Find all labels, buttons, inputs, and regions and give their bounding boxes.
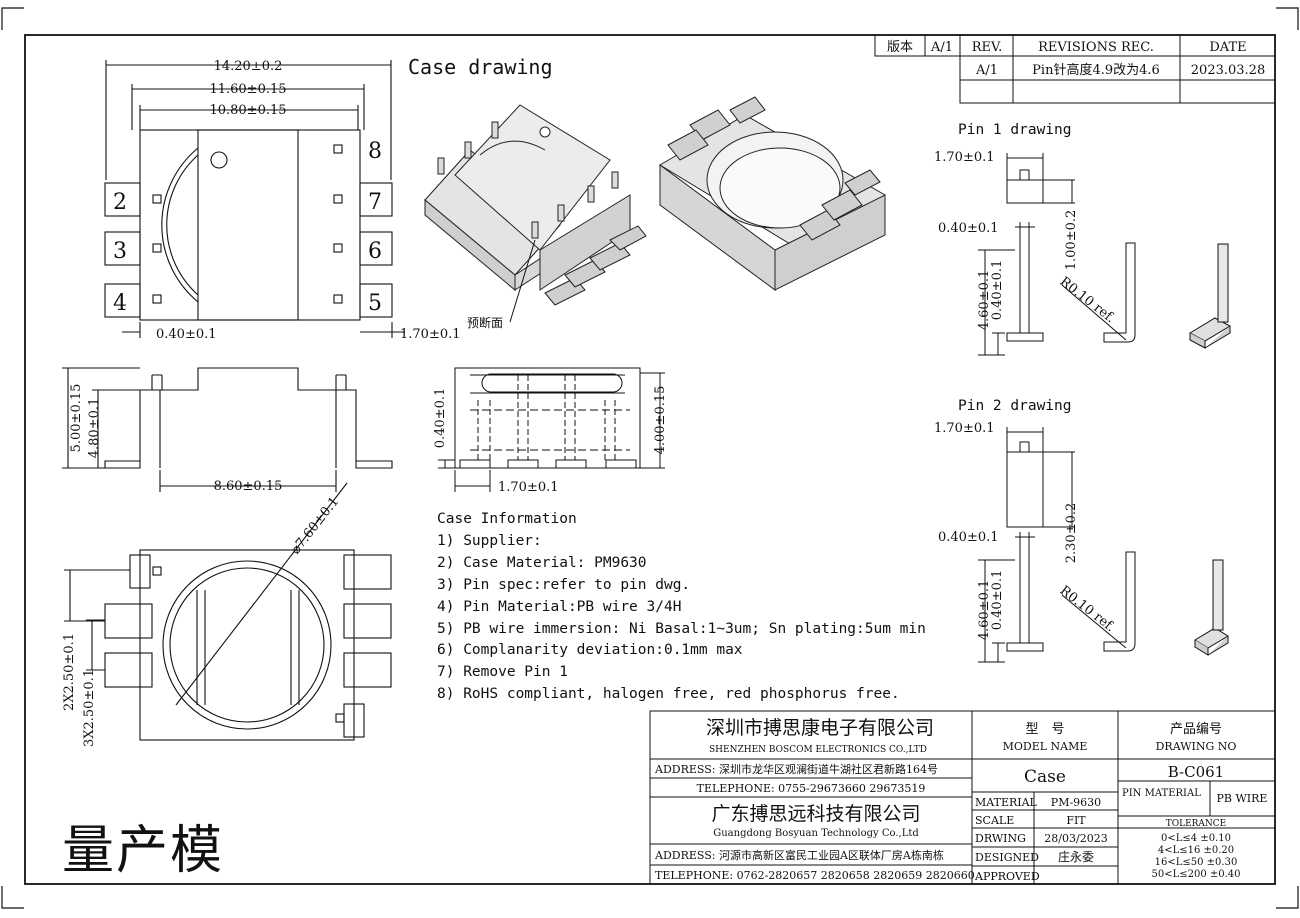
address1: ADDRESS: 深圳市龙华区观澜街道牛湖社区君新路164号 — [654, 762, 938, 776]
pin1-dim-t: 0.40±0.1 — [938, 221, 999, 236]
front-view — [438, 367, 665, 492]
side-dim-h1: 5.00±0.15 — [69, 384, 84, 453]
pin2-dim-w: 1.70±0.1 — [934, 421, 995, 436]
approved-label: APPROVED — [974, 870, 1040, 883]
pin2-dim-len: 4.60±0.1 — [977, 580, 992, 641]
tolerance-label: TOLERANCE — [1166, 819, 1227, 829]
pin2-title: Pin 2 drawing — [958, 398, 1072, 414]
drawing-no-label-en: DRAWING NO — [1156, 740, 1237, 753]
pin2-dim-t: 0.40±0.1 — [938, 530, 999, 545]
pin1-dim-r: R0.10 ref. — [1057, 274, 1118, 326]
tolerance-row-3: 16<L≤50 ±0.30 — [1155, 857, 1238, 868]
pin-label-3: 3 — [113, 239, 127, 264]
drwing-date: 28/03/2023 — [1044, 832, 1107, 845]
company1-cn: 深圳市搏思康电子有限公司 — [706, 717, 934, 739]
pin2-dim-t2: 0.40±0.1 — [990, 570, 1005, 631]
case-drawing-title: Case drawing — [408, 55, 553, 79]
case-info-item: 4) Pin Material:PB wire 3/4H — [437, 598, 682, 615]
revision-rec-header: REVISIONS REC. — [1038, 40, 1154, 55]
drwing-label: DRWING — [975, 832, 1026, 845]
case-info-header: Case Information — [437, 511, 577, 527]
mass-production-stamp: 量产模 — [62, 821, 225, 881]
title-block — [649, 710, 1276, 885]
iso-view-1 — [424, 104, 647, 306]
telephone2: TELEPHONE: 0762-2820657 2820658 2820659 … — [655, 869, 975, 882]
break-label: 预断面 — [467, 315, 503, 330]
pin1-dim-w: 1.70±0.1 — [934, 150, 995, 165]
top-view — [104, 60, 405, 338]
pin1-drawing — [978, 153, 1232, 356]
address2: ADDRESS: 河源市高新区富民工业园A区联体厂房A栋南栋 — [654, 848, 944, 862]
pin2-dim-r: R0.10 ref. — [1057, 583, 1118, 635]
pin-label-2: 2 — [113, 190, 127, 215]
company1-en: SHENZHEN BOSCOM ELECTRONICS CO.,LTD — [709, 745, 927, 755]
case-info-item: 1) Supplier: — [437, 532, 542, 549]
designed-value: 庄永委 — [1058, 849, 1094, 864]
top-dim-left: 0.40±0.1 — [156, 327, 217, 342]
model-label-en: MODEL NAME — [1003, 740, 1088, 753]
top-dim-w2: 11.60±0.15 — [209, 82, 286, 97]
revision-version-label: 版本 — [887, 40, 913, 55]
designed-label: DESIGNED — [975, 851, 1039, 864]
pin1-dim-h: 1.00±0.2 — [1064, 210, 1079, 271]
revision-row-rev: A/1 — [975, 63, 998, 78]
pin-label-4: 4 — [113, 291, 127, 316]
break-leader — [509, 239, 536, 323]
material-value: PM-9630 — [1051, 796, 1101, 809]
pin1-dim-len: 4.60±0.1 — [977, 270, 992, 331]
pin-label-5: 5 — [368, 291, 382, 316]
drawing-no-label-cn: 产品编号 — [1170, 722, 1222, 737]
model-value: Case — [1024, 767, 1066, 787]
pin-label-7: 7 — [368, 190, 382, 215]
tolerance-row-4: 50<L≤200 ±0.40 — [1151, 869, 1240, 880]
corner-marks — [1, 7, 1299, 909]
top-dim-right: 1.70±0.1 — [400, 327, 461, 342]
bottom-view — [64, 482, 392, 741]
case-info-item: 3) Pin spec:refer to pin dwg. — [437, 576, 691, 593]
case-info-item: 2) Case Material: PM9630 — [437, 554, 647, 571]
pin2-dim-h: 2.30±0.2 — [1064, 503, 1079, 564]
revision-rev-header: REV. — [972, 40, 1003, 55]
telephone1: TELEPHONE: 0755-29673660 29673519 — [697, 782, 926, 795]
front-dim-h1: 0.40±0.1 — [433, 388, 448, 449]
material-label: MATERIAL — [975, 796, 1038, 809]
pin1-dim-t2: 0.40±0.1 — [990, 260, 1005, 321]
pin-label-8: 8 — [368, 139, 382, 164]
iso-view-2 — [659, 96, 886, 291]
bottom-dim-dia: ⌀7.60±0.1 — [288, 494, 342, 557]
side-dim-h2: 4.80±0.1 — [87, 398, 102, 459]
case-info-item: 5) PB wire immersion: Ni Basal:1~3um; Sn… — [437, 620, 926, 637]
revision-row-desc: Pin针高度4.9改为4.6 — [1032, 62, 1160, 78]
case-info-item: 7) Remove Pin 1 — [437, 664, 568, 681]
company2-en: Guangdong Bosyuan Technology Co.,Ltd — [713, 828, 919, 839]
pin-label-6: 6 — [368, 239, 382, 264]
case-info-item: 8) RoHS compliant, halogen free, red pho… — [437, 686, 900, 703]
tolerance-row-2: 4<L≤16 ±0.20 — [1158, 845, 1234, 856]
pin-material-value: PB WIRE — [1217, 792, 1268, 805]
scale-value: FIT — [1066, 814, 1086, 827]
case-information: Case Information 1) Supplier: 2) Case Mate… — [437, 509, 926, 706]
company2-cn: 广东搏思远科技有限公司 — [711, 803, 920, 825]
revision-table — [874, 35, 1275, 104]
side-dim-w: 8.60±0.15 — [214, 479, 283, 494]
pin1-title: Pin 1 drawing — [958, 122, 1072, 138]
front-dim-h2: 4.00±0.15 — [653, 386, 668, 455]
bottom-dim-p1: 2X2.50±0.1 — [62, 633, 77, 711]
revision-date-header: DATE — [1209, 40, 1246, 55]
top-dim-w1: 14.20±0.2 — [214, 59, 283, 74]
revision-row-date: 2023.03.28 — [1191, 63, 1265, 78]
model-label-cn: 型 号 — [1025, 722, 1064, 737]
scale-label: SCALE — [975, 814, 1014, 827]
revision-version-value: A/1 — [930, 40, 953, 55]
top-dim-w3: 10.80±0.15 — [209, 103, 286, 118]
case-info-item: 6) Complanarity deviation:0.1mm max — [437, 642, 743, 659]
side-view — [62, 367, 393, 492]
front-dim-w: 1.70±0.1 — [498, 480, 559, 495]
tolerance-row-1: 0<L≤4 ±0.10 — [1161, 833, 1231, 844]
bottom-dim-p2: 3X2.50±0.1 — [82, 669, 97, 747]
pin2-drawing — [978, 427, 1229, 663]
pin-material-label: PIN MATERIAL — [1122, 788, 1201, 799]
drawing-no-value: B-C061 — [1168, 763, 1224, 781]
